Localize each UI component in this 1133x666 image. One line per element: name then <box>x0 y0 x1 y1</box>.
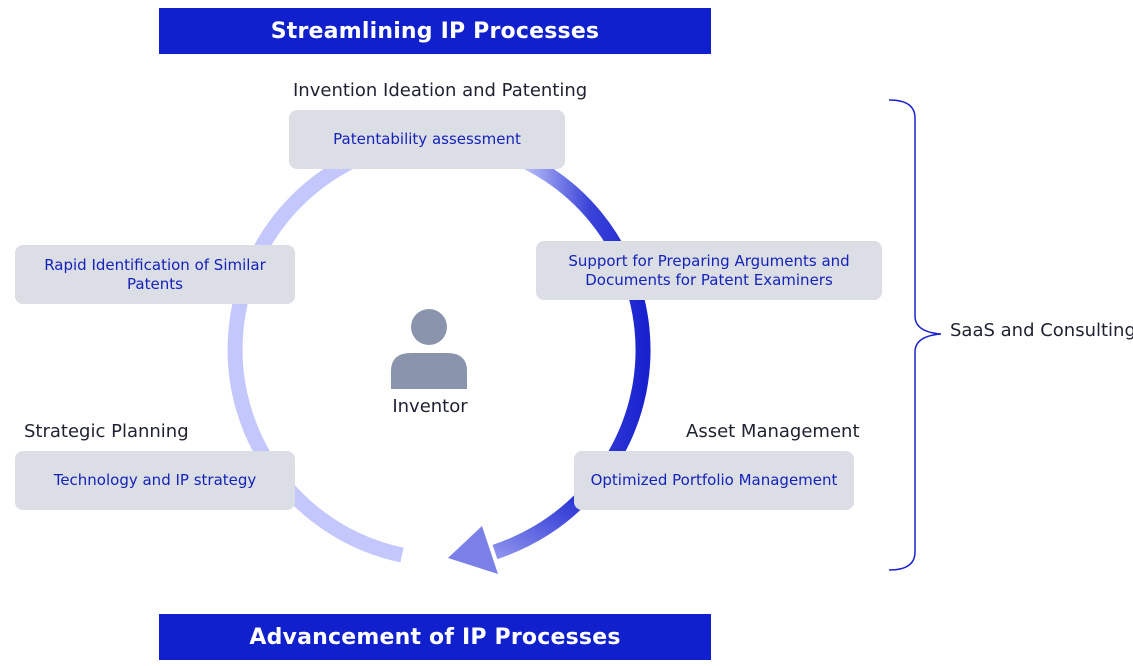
box-examiner-support-label: Support for Preparing Arguments and Docu… <box>568 251 850 289</box>
stage-heading-ideation: Invention Ideation and Patenting <box>293 80 588 101</box>
box-technology-strategy-label: Technology and IP strategy <box>53 471 257 489</box>
stage-heading-strategic: Strategic Planning <box>24 421 189 442</box>
box-similar-patents: Rapid Identification of Similar Patents <box>15 245 295 304</box>
box-patentability-assessment: Patentability assessment <box>289 110 565 169</box>
box-examiner-support: Support for Preparing Arguments and Docu… <box>536 241 882 300</box>
bottom-banner-title: Advancement of IP Processes <box>249 624 621 650</box>
top-banner-title: Streamlining IP Processes <box>270 18 600 44</box>
box-similar-patents-label: Rapid Identification of Similar Patents <box>44 255 266 293</box>
inventor-label: Inventor <box>392 396 468 417</box>
bottom-banner: Advancement of IP Processes <box>159 614 711 660</box>
cycle-arrow-head <box>448 526 498 574</box>
cycle-ring-tail <box>492 494 586 560</box>
top-banner: Streamlining IP Processes <box>159 8 711 54</box>
person-icon <box>391 309 467 389</box>
box-portfolio-management: Optimized Portfolio Management <box>574 451 854 510</box>
stage-heading-asset: Asset Management <box>686 421 860 442</box>
box-technology-strategy: Technology and IP strategy <box>15 451 295 510</box>
brace-label: SaaS and Consulting <box>950 320 1133 341</box>
box-patentability-label: Patentability assessment <box>333 130 521 148</box>
box-portfolio-label: Optimized Portfolio Management <box>590 471 838 489</box>
